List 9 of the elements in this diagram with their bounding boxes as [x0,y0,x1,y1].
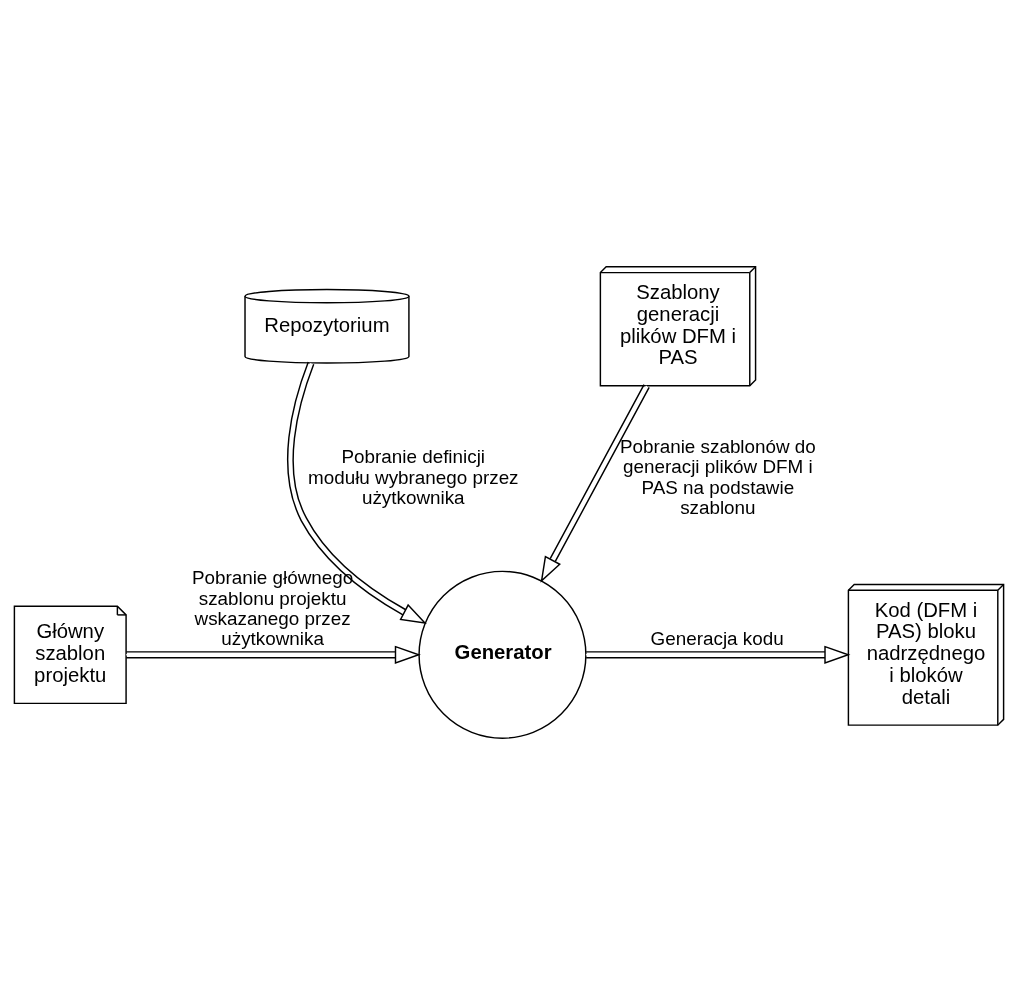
edge-label: Pobranie głównego szablonu projektu wskazanego przez użytkownika [191,567,354,650]
arrow [540,383,650,583]
arrow [287,361,427,625]
edge-label: Pobranie szablonów do generacji plików DFM i PAS na podstawie szablonu [619,436,816,518]
node-circle: Generator [418,570,587,739]
arrow [585,645,851,664]
edge-label: Generacja kodu [650,628,784,650]
arrow [125,645,421,664]
edge-label: Pobranie definicji modułu wybranego przez użytkownika [308,446,519,508]
